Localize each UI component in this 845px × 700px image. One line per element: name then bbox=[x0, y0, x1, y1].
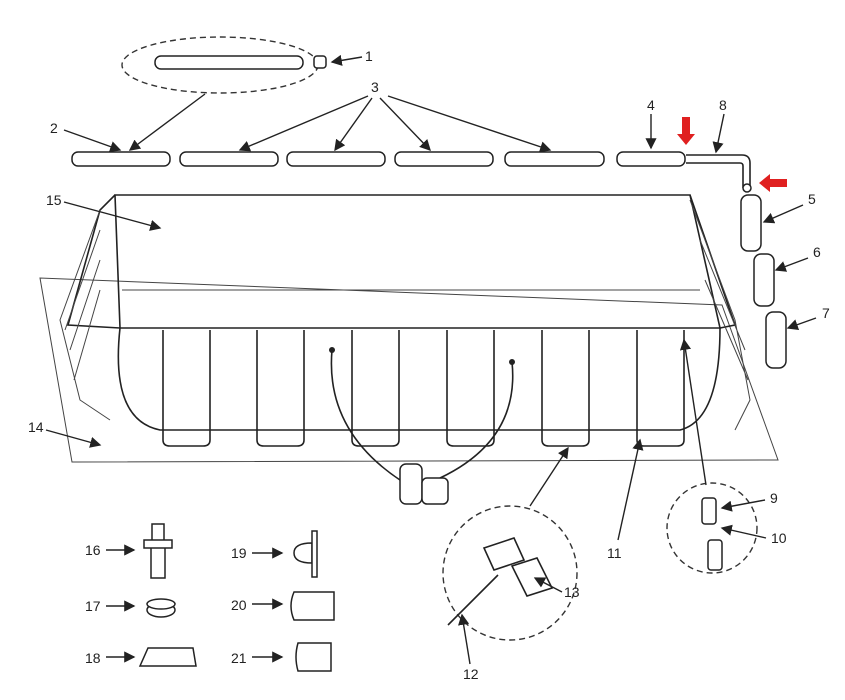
ground-cloth bbox=[39, 277, 779, 463]
filter-pump bbox=[399, 463, 423, 505]
leg-part-6 bbox=[753, 253, 775, 307]
foot-cap-20 bbox=[290, 591, 335, 621]
corner-joint-8 bbox=[686, 154, 751, 188]
patch-18 bbox=[138, 647, 197, 667]
cap-19-plate bbox=[311, 530, 318, 578]
rail-4 bbox=[616, 151, 686, 167]
right-legs bbox=[689, 199, 751, 431]
pool-side-walls bbox=[66, 194, 737, 329]
foot-cap-21 bbox=[295, 642, 332, 672]
label-13: 13 bbox=[564, 584, 580, 600]
leg-pin bbox=[447, 574, 499, 626]
part-9-10-callout: 9 10 bbox=[666, 338, 787, 574]
cap-19 bbox=[293, 542, 313, 564]
hose-inlet bbox=[329, 347, 335, 353]
u-legs bbox=[162, 330, 685, 447]
rail-3d bbox=[504, 151, 605, 167]
top-rails: 2 3 4 8 5 6 7 bbox=[50, 79, 830, 369]
pump-motor bbox=[421, 477, 449, 505]
pool: 15 14 11 bbox=[28, 192, 779, 561]
red-arrow-left-icon bbox=[759, 174, 787, 192]
label-19: 19 bbox=[231, 545, 247, 561]
rail-cap bbox=[313, 55, 327, 69]
part-1-group: 1 bbox=[121, 36, 373, 151]
label-15: 15 bbox=[46, 192, 62, 208]
label-18: 18 bbox=[85, 650, 101, 666]
corner-pin bbox=[742, 183, 752, 193]
part-12-13-callout: 13 12 bbox=[442, 446, 580, 682]
callout-circle-2 bbox=[666, 482, 758, 574]
callout-circle bbox=[442, 505, 578, 641]
hose-outlet bbox=[509, 359, 515, 365]
left-legs bbox=[59, 209, 111, 421]
label-7: 7 bbox=[822, 305, 830, 321]
rail-2 bbox=[71, 151, 171, 167]
label-11: 11 bbox=[607, 545, 622, 561]
washer-top bbox=[146, 598, 176, 610]
label-20: 20 bbox=[231, 597, 247, 613]
pool-wall bbox=[117, 327, 721, 431]
leg-top bbox=[701, 497, 717, 525]
label-9: 9 bbox=[770, 490, 778, 506]
rail-3a bbox=[179, 151, 279, 167]
label-8: 8 bbox=[719, 97, 727, 113]
leg-part-7 bbox=[765, 311, 787, 369]
leg-bottom bbox=[707, 539, 723, 571]
label-17: 17 bbox=[85, 598, 101, 614]
drain-plug-16 bbox=[143, 523, 173, 579]
label-4: 4 bbox=[647, 97, 655, 113]
rail-3c bbox=[394, 151, 494, 167]
label-3: 3 bbox=[371, 79, 379, 95]
label-16: 16 bbox=[85, 542, 101, 558]
leg-part-5 bbox=[740, 194, 762, 252]
label-10: 10 bbox=[771, 530, 787, 546]
small-parts: 16 17 18 19 20 21 bbox=[85, 523, 335, 672]
pump-hoses bbox=[330, 349, 514, 481]
label-2: 2 bbox=[50, 120, 58, 136]
leg-bracket bbox=[482, 537, 554, 597]
label-1: 1 bbox=[365, 48, 373, 64]
label-14: 14 bbox=[28, 419, 44, 435]
pool-rim bbox=[114, 194, 722, 329]
label-21: 21 bbox=[231, 650, 247, 666]
label-6: 6 bbox=[813, 244, 821, 260]
red-arrow-down-icon bbox=[677, 117, 695, 145]
label-12: 12 bbox=[463, 666, 479, 682]
label-5: 5 bbox=[808, 191, 816, 207]
rail-3b bbox=[286, 151, 386, 167]
rail-pipe bbox=[154, 55, 304, 70]
